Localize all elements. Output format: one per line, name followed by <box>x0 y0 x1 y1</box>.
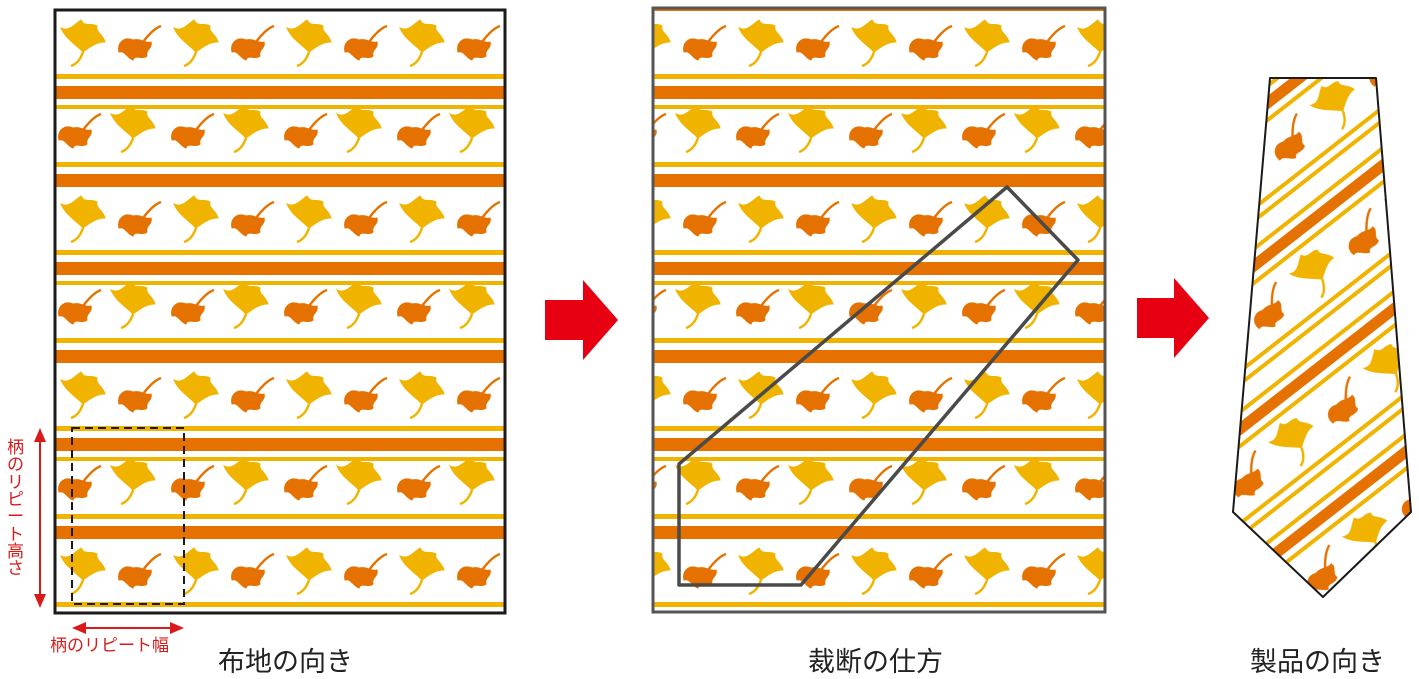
tie-body <box>1232 77 1412 598</box>
fabric-orientation-caption: 布地の向き <box>218 647 353 678</box>
cutting-pattern <box>653 8 1105 612</box>
cutting-panel <box>651 6 1107 614</box>
cutting-frame <box>651 6 1107 614</box>
tie-product <box>1232 77 1412 598</box>
fabric-pattern <box>55 10 505 613</box>
tie-cut-outline <box>677 185 1080 587</box>
fabric-frame <box>53 8 507 615</box>
repeat-width-marker <box>72 622 184 634</box>
repeat-height-label: 柄のリピート高さ <box>7 438 24 580</box>
repeat-width-label: 柄のリピート幅 <box>50 636 169 656</box>
repeat-unit-box <box>71 427 185 605</box>
fabric-panel <box>53 8 507 615</box>
cutting-method-caption: 裁断の仕方 <box>808 647 943 678</box>
repeat-height-marker <box>34 428 46 608</box>
right-arrow-icon <box>545 280 618 360</box>
product-orientation-caption: 製品の向き <box>1250 647 1385 678</box>
right-arrow-icon <box>1137 278 1209 358</box>
